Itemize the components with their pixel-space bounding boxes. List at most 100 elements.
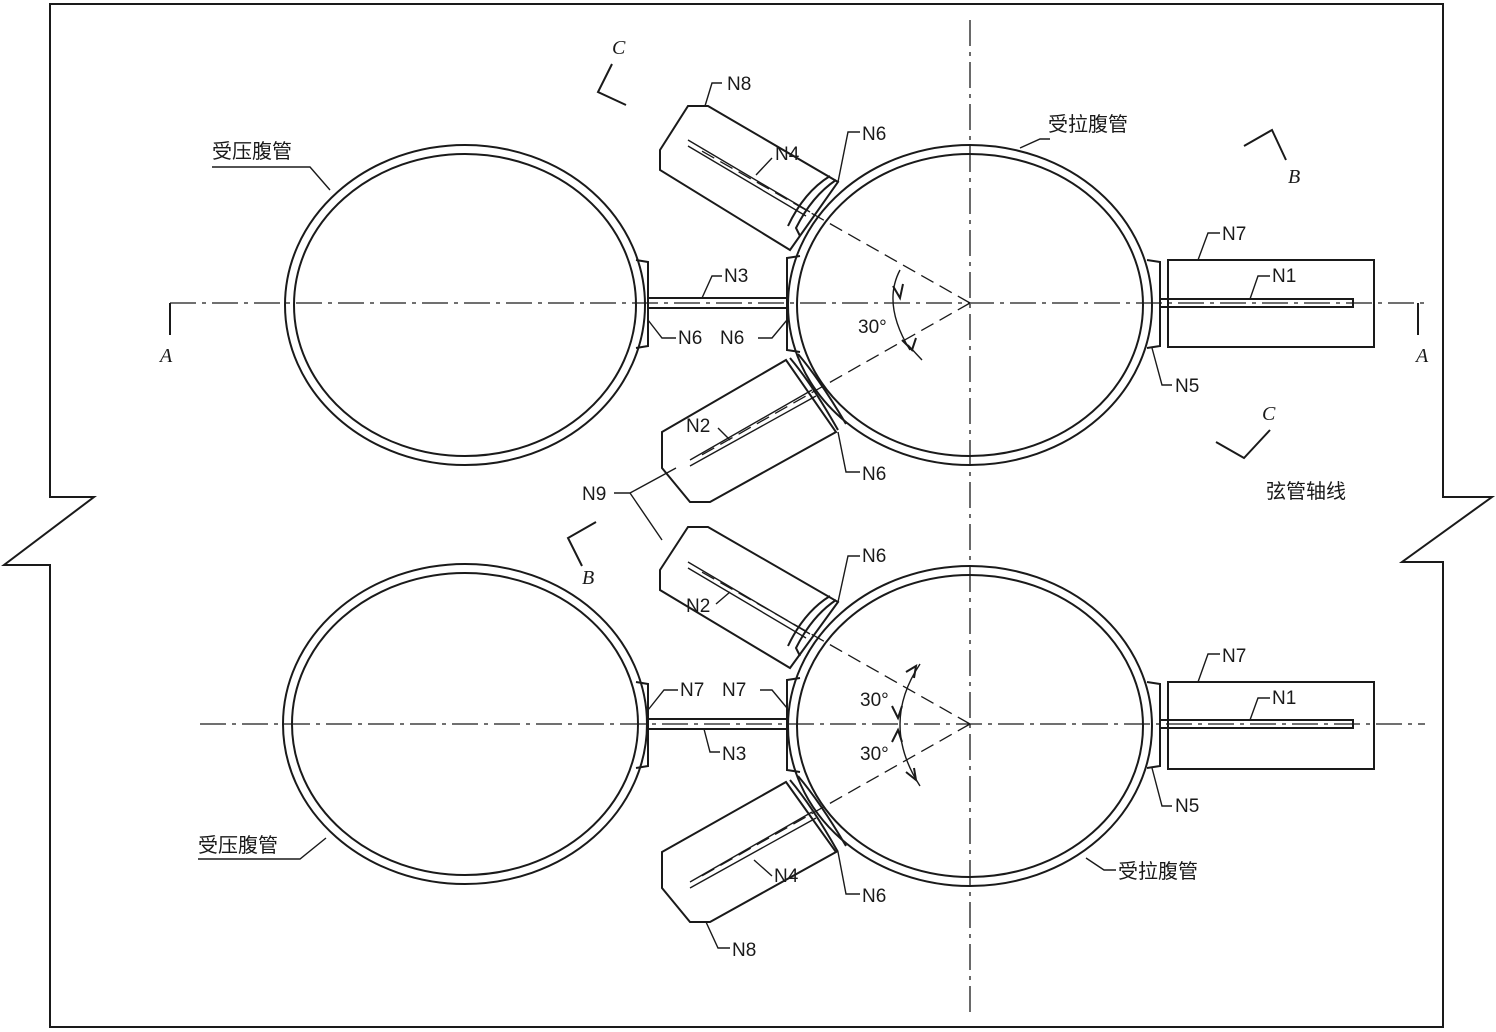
leader-upper-n6-top	[837, 131, 860, 183]
lower-branch-n4-pad	[789, 775, 847, 853]
leader-upper-n7	[1197, 232, 1220, 261]
label-lower-n2: N2	[686, 596, 710, 617]
lower-pad-n5-right	[1146, 681, 1161, 769]
lower-branch-n2-plate	[687, 561, 811, 639]
leader-upper-tension-web	[1019, 138, 1050, 149]
label-upper-n2: N2	[686, 416, 710, 437]
leader-upper-n6-bottom	[837, 431, 860, 473]
label-upper-n8: N8	[727, 74, 751, 95]
section-b-bottom-mark	[566, 521, 597, 567]
upper-compression-web-inner	[293, 153, 637, 457]
lower-branch-n2-outline	[659, 526, 840, 670]
label-upper-n7: N7	[1222, 224, 1246, 245]
lower-angle-arrow-top	[905, 664, 918, 679]
label-upper-n1: N1	[1272, 266, 1296, 287]
label-lower-compression-web: 受压腹管	[198, 833, 278, 857]
upper-branch-n8-outline	[659, 105, 840, 252]
lower-angle-arrow-bottom	[905, 767, 918, 783]
section-a-left-label: A	[158, 345, 173, 367]
label-lower-n5: N5	[1175, 796, 1199, 817]
leader-upper-n6-left	[647, 319, 676, 339]
leader-lower-n8	[705, 921, 730, 949]
upper-angle-arc	[892, 269, 911, 351]
upper-plate-n1	[1160, 298, 1354, 308]
leader-upper-n4	[755, 157, 773, 176]
label-lower-n1: N1	[1272, 688, 1296, 709]
leader-lower-n4	[753, 859, 773, 877]
lower-plate-n7-box	[1167, 681, 1375, 770]
lower-compression-web-inner	[291, 572, 639, 876]
label-upper-n6-mid: N6	[720, 328, 744, 349]
section-b-top-mark	[1243, 128, 1287, 161]
label-lower-n6-top: N6	[862, 546, 886, 567]
upper-tension-web-inner	[796, 153, 1144, 457]
leader-lower-n1	[1249, 697, 1270, 721]
label-chord-axis: 弦管轴线	[1266, 479, 1346, 503]
label-lower-angle-top: 30°	[860, 690, 889, 711]
label-upper-n4: N4	[775, 144, 800, 165]
label-lower-n6-bottom: N6	[862, 886, 886, 907]
leader-lower-compression-web	[198, 837, 327, 860]
upper-plate-n3	[648, 297, 787, 309]
leader-upper-n2	[717, 427, 731, 441]
lower-branch-n2-pad	[787, 595, 837, 657]
label-lower-n7-left: N7	[680, 680, 704, 701]
upper-pad-n5-right	[1146, 259, 1161, 349]
upper-branch-n4-plate	[687, 139, 811, 217]
leader-lower-tension-web	[1085, 857, 1116, 871]
label-lower-tension-web: 受拉腹管	[1118, 859, 1198, 883]
upper-pad-n6-left	[635, 259, 649, 349]
lower-branch-n8-outline	[661, 780, 838, 923]
leader-lower-n7-right	[1197, 653, 1220, 683]
lower-angle-arc	[899, 663, 921, 787]
label-lower-angle-bottom: 30°	[860, 744, 889, 765]
lower-pad-n7-left	[635, 681, 649, 769]
lower-tension-web-inner	[796, 574, 1144, 878]
leader-lower-n6-top	[837, 555, 860, 603]
label-upper-angle: 30°	[858, 317, 887, 338]
leader-lower-n6-bottom	[837, 851, 860, 895]
label-upper-n3: N3	[724, 266, 748, 287]
label-upper-n6-left: N6	[678, 328, 702, 349]
upper-angle-arrow-1	[892, 283, 904, 301]
leader-lower-n5	[1151, 767, 1172, 807]
lower-branch-n4-plate	[689, 811, 817, 889]
upper-pad-n6-mid	[786, 255, 801, 353]
lower-ray-bottom	[699, 723, 971, 878]
label-upper-n5: N5	[1175, 376, 1199, 397]
leader-upper-n1	[1249, 275, 1270, 300]
upper-ray-top	[699, 149, 971, 304]
lower-plate-n3	[648, 718, 787, 730]
leader-lower-n3	[703, 728, 720, 753]
section-c-top-label: C	[612, 37, 626, 59]
upper-branch-pad-n6	[787, 175, 837, 237]
leader-n9	[614, 467, 677, 541]
leader-upper-compression-web	[212, 166, 331, 191]
section-c-mid-label: C	[1262, 403, 1276, 425]
lower-angle-arrow-mid-1	[891, 705, 903, 721]
section-c-mid-mark	[1215, 429, 1271, 460]
upper-compression-web-outer	[284, 144, 646, 466]
section-a-right-label: A	[1414, 345, 1429, 367]
upper-branch-n2-plate	[689, 389, 817, 467]
label-upper-compression-web: 受压腹管	[212, 139, 292, 163]
label-lower-n4: N4	[774, 866, 799, 887]
label-upper-n6-bottom: N6	[862, 464, 886, 485]
leader-upper-n6-mid	[758, 319, 788, 339]
label-upper-n6-top: N6	[862, 124, 886, 145]
upper-angle-tick	[907, 344, 923, 361]
upper-branch-n2-pad	[789, 353, 847, 431]
lower-angle-arrow-mid-2	[891, 727, 903, 743]
label-lower-n3: N3	[722, 744, 746, 765]
leader-lower-n2	[715, 591, 731, 605]
label-lower-n7-right: N7	[1222, 646, 1246, 667]
lower-pad-n7-mid	[786, 677, 801, 773]
upper-plate-n7-box	[1167, 259, 1375, 348]
lower-ray-top	[699, 570, 971, 725]
leader-upper-n8	[704, 82, 722, 107]
leader-upper-n5	[1151, 347, 1172, 386]
leader-upper-n3	[701, 275, 722, 299]
label-n9: N9	[582, 484, 606, 505]
section-b-bottom-label: B	[582, 567, 594, 589]
